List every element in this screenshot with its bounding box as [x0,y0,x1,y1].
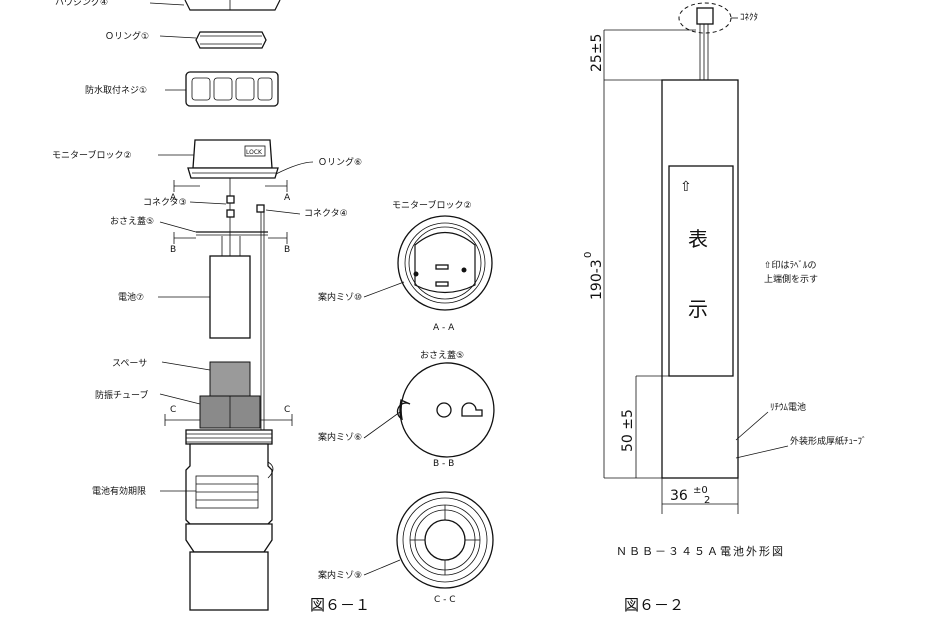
label-char-2: 示 [688,297,708,321]
aa-caption: A - A [433,323,455,333]
dim-top-label: 25±5 [589,34,605,72]
oring-1-shape [195,31,267,49]
oring-1-label: Ｏリング① [105,30,149,42]
press-lid-label: おさえ蓋⑤ [110,215,154,227]
dim-width-label: 36 [670,488,688,504]
connector-label: ｺﾈｸﾀ [740,12,758,23]
aa-title: モニターブロック② [392,199,472,211]
section-c-left: C [170,405,176,415]
lithium-label: ﾘﾁｳﾑ電池 [770,401,806,413]
housing-label: ハウジング④ [55,0,108,8]
monitor-block-label: モニターブロック② [52,149,132,161]
section-b-left: B [170,245,176,255]
label-arrow: ⇧ [680,179,692,195]
connector-3-label: コネクタ③ [143,197,187,208]
cc-guide-label: 案内ミゾ⑨ [318,569,362,581]
bb-guide-label: 案内ミゾ⑥ [318,431,362,443]
battery-expiry-label: 電池有効期限 [92,485,146,497]
section-views: モニターブロック② 案内ミゾ⑩ A - A おさえ蓋⑤ 案内ミゾ⑥ B - B … [318,199,495,605]
antivib-tube-label: 防振チューブ [95,389,148,401]
aa-outer-circle [397,215,493,311]
connector-3-a [226,195,235,204]
connector-4-label: コネクタ④ [304,208,348,219]
dim-total-label: 190-3 [589,259,605,300]
cc-caption: C - C [434,595,456,605]
section-a-right: A [284,193,291,203]
outer-tube-label: 外装形成厚紙ﾁｭｰﾌﾞ [790,435,867,447]
housing-top-shape [184,0,281,11]
dim-width-tol2: 2 [704,495,710,506]
aa-guide-label: 案内ミゾ⑩ [318,291,362,303]
bb-center-hole [436,402,452,418]
note-line-2: 上端側を示す [764,273,818,285]
housing-collar [185,523,273,553]
battery-shape [209,255,251,339]
connector-4 [256,204,265,213]
waterproof-nut-label: 防水取付ネジ① [85,84,147,96]
dim-total-upper: 0 [583,252,594,258]
spacer-label: スペーサ [112,358,147,369]
spacer-shape [209,361,251,397]
fig-6-1-caption: 図６－１ [310,596,370,614]
aa-inner-block [414,232,476,294]
battery-label-area [668,165,734,377]
bb-title: おさえ蓋⑤ [420,349,464,361]
connector-3-b [226,209,235,218]
battery-label: 電池⑦ [118,291,144,303]
bb-caption: B - B [433,459,454,469]
dim-width-tol: ±0 [693,485,708,496]
figure-6-2: ｺﾈｸﾀ ⇧ 表 示 25±5 190-3 0 50 ±5 36 ±0 2 ⇧印… [583,2,867,614]
cc-inner-circle [424,519,466,561]
label-char-1: 表 [688,227,708,251]
housing-lower [189,551,269,611]
note-line-1: ⇧印はﾗﾍﾞﾙの [764,259,817,271]
oring-6-label: Ｏリング⑥ [318,156,362,168]
section-b-right: B [284,245,290,255]
fig-6-2-caption: 図６－２ [624,596,684,614]
dim-bottom-label: 50 ±5 [620,409,636,452]
fig-6-2-title: ＮＢＢ－３４５Ａ電池外形図 [616,545,785,558]
lock-mark: LOCK [246,149,263,156]
section-c-right: C [284,405,290,415]
section-a-left: A [170,193,177,203]
connector-shape [696,7,714,25]
figure-6-1: ハウジング④ Ｏリング① 防水取付ネジ① LOCK モニターブロック② Ｏリング… [52,0,370,614]
